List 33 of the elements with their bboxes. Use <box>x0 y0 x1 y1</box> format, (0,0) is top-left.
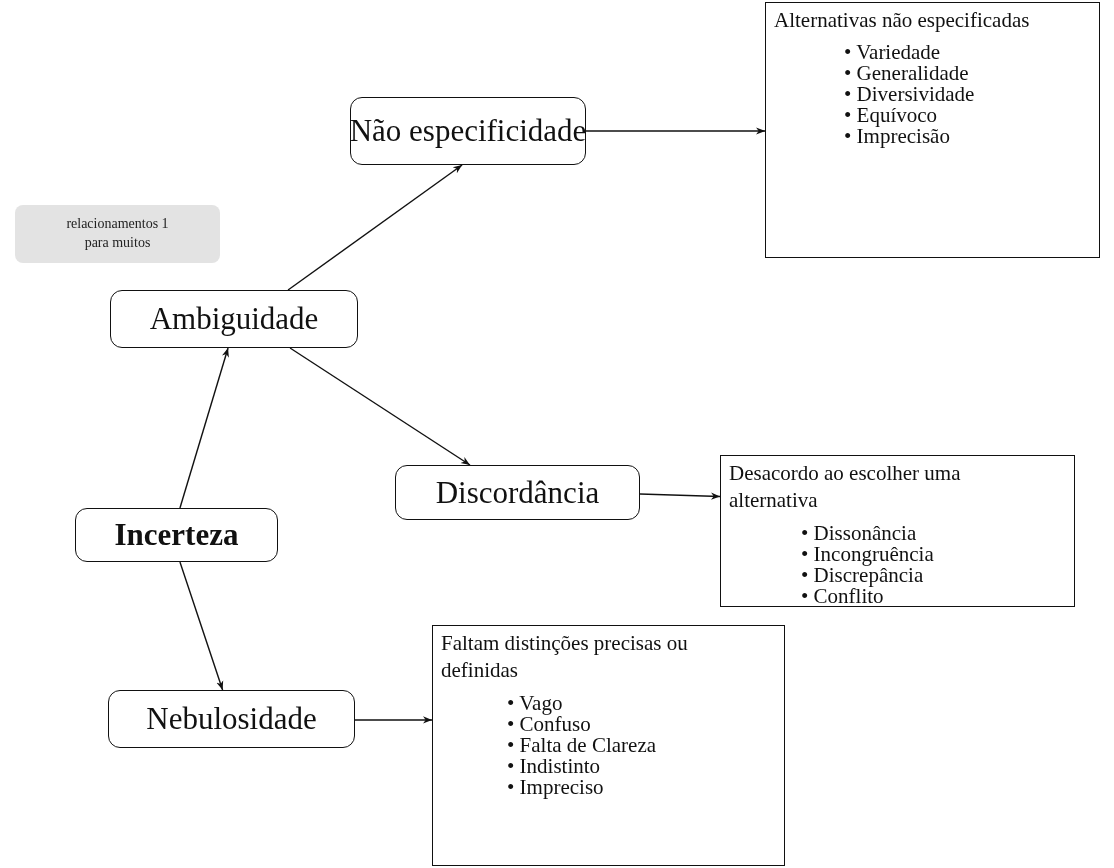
list-item: • Generalidade <box>844 63 970 85</box>
list-item: • Dissonância <box>801 522 918 544</box>
list-item: • Imprecisão <box>844 126 951 148</box>
concept-box: Não especificidade <box>350 97 586 165</box>
list-item: • Equívoco <box>844 105 939 127</box>
list-item: • Impreciso <box>507 776 605 798</box>
box-heading: Faltam distinções precisas ou definidas <box>441 630 689 685</box>
arrow <box>289 347 471 466</box>
text-box <box>720 455 1075 607</box>
list-item: • Falta de Clareza <box>507 734 658 756</box>
concept-box: Incerteza <box>75 508 278 562</box>
box-heading: Alternativas não especificadas <box>774 7 1031 34</box>
concept-box: Ambiguidade <box>110 290 358 348</box>
box-heading: Desacordo ao escolher uma alternativa <box>729 460 962 515</box>
list-item: • Diversividade <box>844 84 976 106</box>
list-item: • Vago <box>507 692 563 714</box>
note-box: relacionamentos 1 para muitos <box>15 205 220 263</box>
list-item: • Discrepância <box>801 564 924 586</box>
list-item: • Variedade <box>844 42 942 64</box>
arrow <box>354 716 433 724</box>
arrow <box>639 492 721 500</box>
arrow <box>287 164 463 291</box>
arrow <box>179 347 229 509</box>
text-box <box>432 625 785 866</box>
arrow <box>179 561 224 691</box>
concept-box: Nebulosidade <box>108 690 355 748</box>
list-item: • Confuso <box>507 713 592 735</box>
text-box <box>765 2 1100 258</box>
arrow <box>585 127 766 135</box>
concept-box: Discordância <box>395 465 640 520</box>
list-item: • Incongruência <box>801 543 935 565</box>
list-item: • Conflito <box>801 585 884 607</box>
list-item: • Indistinto <box>507 755 602 777</box>
